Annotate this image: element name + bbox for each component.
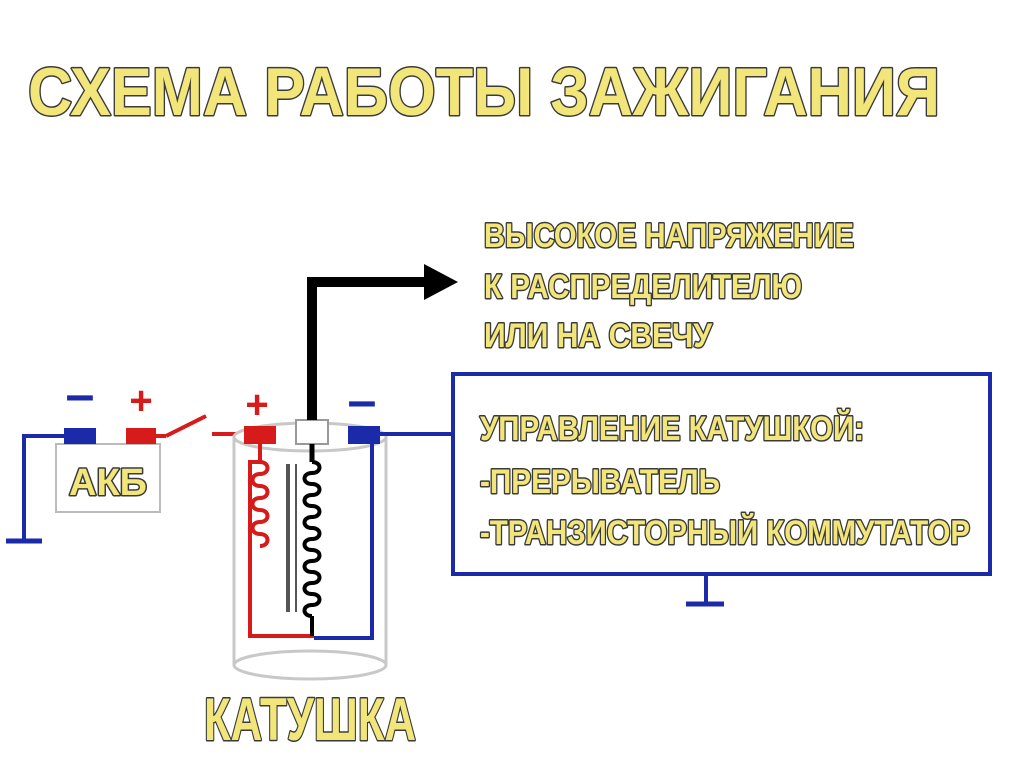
primary-winding — [250, 460, 270, 548]
coil-plus-symbol: + — [245, 383, 268, 427]
battery-negative-terminal — [64, 428, 96, 444]
coil-minus-symbol: – — [348, 372, 377, 430]
battery-positive-terminal — [126, 428, 156, 444]
control-box-line-3: -ТРАНЗИСТОРНЫЙ КОММУТАТОР — [480, 513, 970, 552]
output-label-line-3: ИЛИ НА СВЕЧУ — [484, 317, 713, 355]
battery-plus-symbol: + — [129, 379, 152, 423]
control-box-line-1: УПРАВЛЕНИЕ КАТУШКОЙ: — [480, 409, 864, 448]
control-box-line-2: -ПРЕРЫВАТЕЛЬ — [480, 463, 720, 501]
control-box-frame — [451, 372, 992, 576]
diagram-title: СХЕМА РАБОТЫ ЗАЖИГАНИЯ — [28, 54, 940, 130]
hv-output-wire — [307, 264, 458, 420]
battery-ground-wire — [6, 434, 78, 544]
ignition-switch — [156, 414, 244, 438]
coil-negative-terminal — [348, 426, 380, 444]
battery-body — [55, 443, 161, 513]
coil-label: КАТУШКА — [204, 686, 416, 753]
output-label: ВЫСОКОЕ НАПРЯЖЕНИЕ К РАСПРЕДЕЛИТЕЛЮ ИЛИ … — [483, 216, 856, 357]
primary-winding-wire — [248, 444, 314, 638]
negative-return-wire — [314, 444, 374, 640]
secondary-winding — [302, 460, 322, 618]
ignition-coil: + – — [232, 372, 388, 681]
control-box: УПРАВЛЕНИЕ КАТУШКОЙ: -ПРЕРЫВАТЕЛЬ -ТРАНЗ… — [451, 372, 992, 576]
coil-hv-terminal — [295, 419, 329, 445]
hv-arrow-icon — [424, 264, 458, 300]
output-label-line-2: К РАСПРЕДЕЛИТЕЛЮ — [484, 268, 802, 306]
battery-label: АКБ — [69, 462, 147, 504]
battery-minus-symbol: – — [66, 366, 95, 424]
output-label-line-1: ВЫСОКОЕ НАПРЯЖЕНИЕ — [484, 217, 854, 255]
coil-bottom-rim — [232, 649, 388, 681]
battery: – + АКБ — [55, 366, 161, 513]
control-ground-symbol — [686, 574, 724, 607]
coil-positive-terminal — [244, 426, 276, 444]
